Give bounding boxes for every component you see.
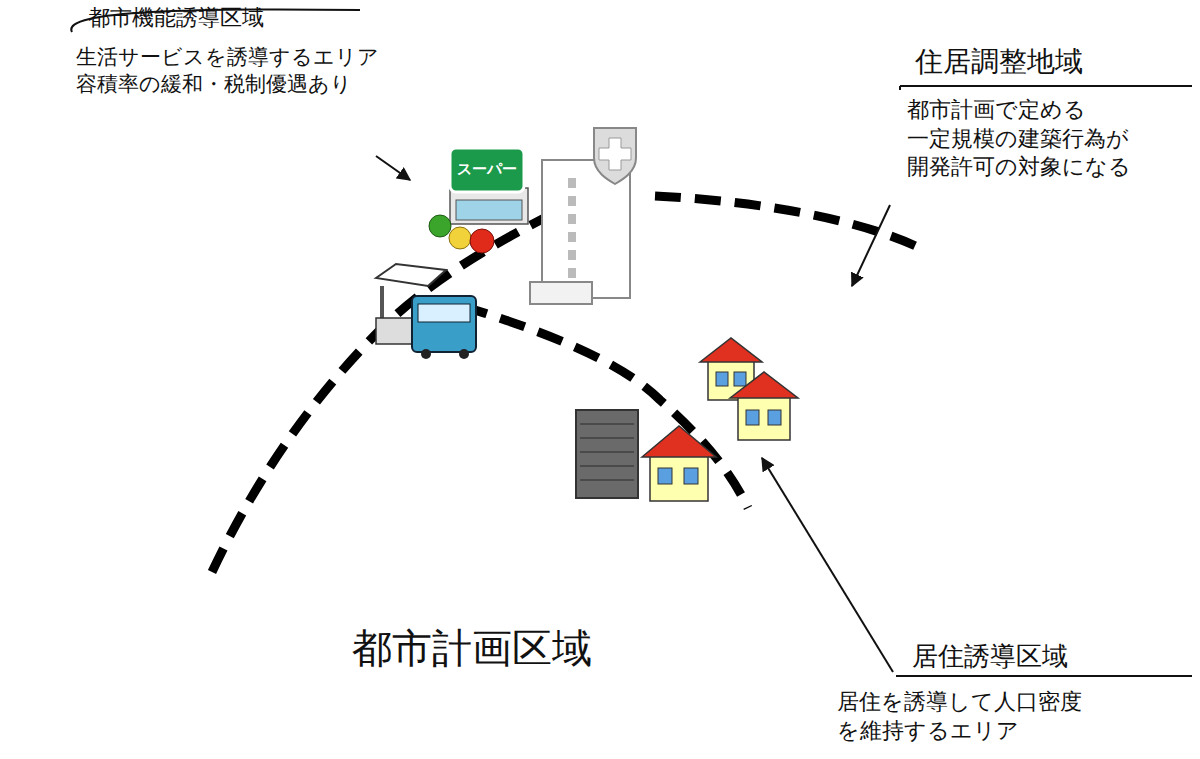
- vegetable: [429, 215, 451, 237]
- leader-line: [899, 86, 901, 90]
- house: [730, 372, 798, 440]
- bus: [412, 296, 476, 352]
- bus-window: [418, 304, 470, 322]
- railway-line: [212, 210, 560, 572]
- leader-line: [762, 458, 893, 672]
- region-outline: [205, 160, 875, 528]
- office-building: [576, 410, 638, 498]
- supermarket-sign: [450, 148, 524, 192]
- railway-line: [462, 306, 748, 508]
- vegetable: [449, 227, 471, 249]
- bus-shelter-roof: [376, 264, 446, 286]
- house: [642, 426, 716, 501]
- leader-line: [896, 675, 1192, 677]
- region-name: 住居調整地域: [915, 44, 1083, 80]
- region-name: 都市計画区域: [352, 622, 592, 674]
- vegetable: [470, 229, 494, 253]
- region-note: 都市計画で定める 一定規模の建築行為が 開発許可の対象になる: [903, 94, 1147, 184]
- region-note: 生活サービスを誘導するエリア 容積率の緩和・税制優遇あり: [72, 42, 392, 101]
- shop-sign-text: スーパー: [452, 160, 522, 179]
- region-name: 都市機能誘導区域: [88, 4, 264, 33]
- map-region: 都市機能誘導区域生活サービスを誘導するエリア 容積率の緩和・税制優遇あり: [283, 140, 703, 412]
- region-note: 居住を誘導して人口密度 を維持するエリア: [833, 686, 1103, 747]
- map-region: 居住誘導区域居住を誘導して人口密度 を維持するエリア都市機能誘導区域生活サービス…: [205, 160, 875, 528]
- region-shape: [12, 67, 1192, 693]
- hospital-windows: [568, 178, 576, 278]
- supermarket-window: [456, 200, 522, 220]
- bus-wheel: [459, 349, 469, 359]
- leader-line: [376, 156, 410, 180]
- railway-line: [655, 196, 920, 248]
- leader-line: [900, 85, 1192, 87]
- region-shape: [285, 142, 701, 410]
- map-region: 住居調整地域都市計画で定める 一定規模の建築行為が 開発許可の対象になる居住誘導…: [160, 107, 1116, 543]
- hospital-cross: [599, 138, 631, 170]
- region-outline: [283, 140, 703, 412]
- hospital-entrance: [530, 282, 592, 304]
- hospital-shield: [594, 128, 636, 184]
- leader-line: [852, 205, 890, 286]
- region-name: 居住誘導区域: [912, 640, 1068, 674]
- bus-shelter-bench: [376, 318, 416, 344]
- bus-wheel: [421, 349, 431, 359]
- region-shape: [207, 158, 855, 519]
- office-building-floors: [580, 424, 634, 480]
